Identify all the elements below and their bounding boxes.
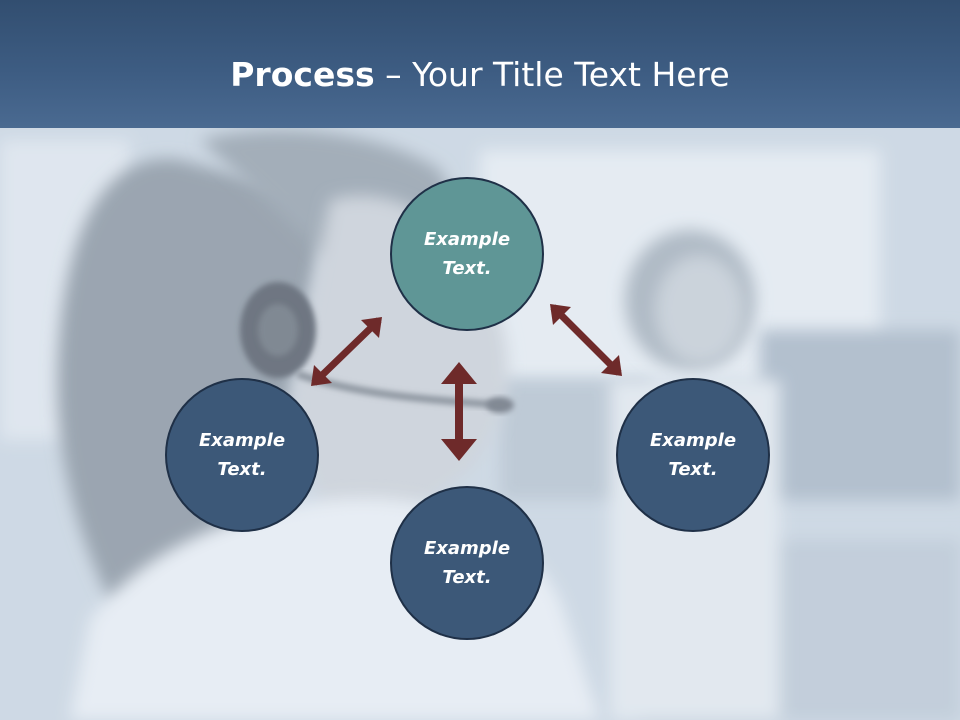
node-label: Example Text.	[423, 229, 511, 279]
process-node-top[interactable]: Example Text.	[390, 177, 544, 331]
arrow-top-left	[311, 317, 382, 386]
node-label: Example Text.	[649, 430, 737, 480]
process-node-right[interactable]: Example Text.	[616, 378, 770, 532]
title-strong: Process	[230, 55, 375, 94]
title-bar	[0, 0, 960, 128]
slide-title: Process – Your Title Text Here	[0, 50, 960, 100]
arrow-top-right	[550, 304, 622, 376]
process-node-left[interactable]: Example Text.	[165, 378, 319, 532]
node-label: Example Text.	[423, 538, 511, 588]
node-label: Example Text.	[198, 430, 286, 480]
process-node-bottom[interactable]: Example Text.	[390, 486, 544, 640]
arrow-vertical	[441, 362, 477, 461]
title-rest: – Your Title Text Here	[374, 55, 730, 94]
